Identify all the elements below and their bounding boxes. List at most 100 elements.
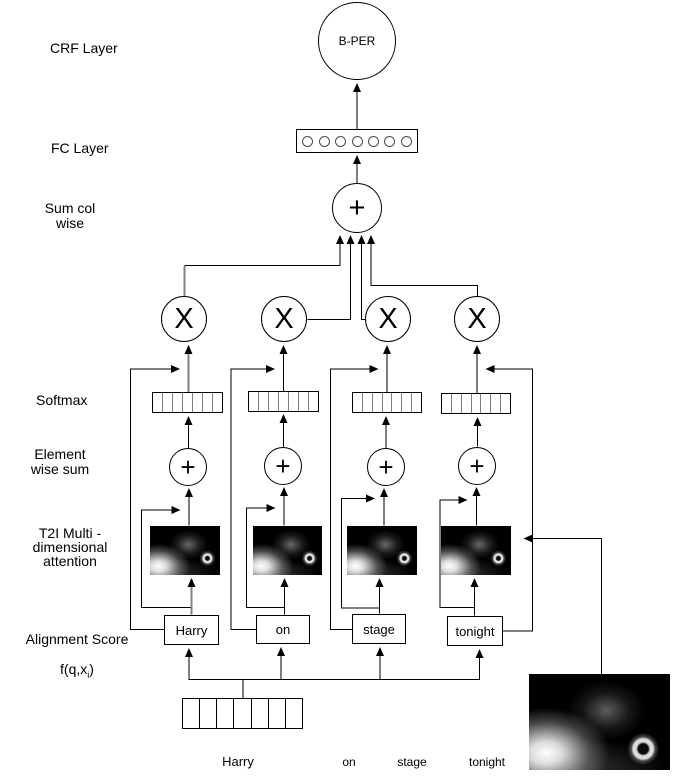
vector-cell bbox=[269, 392, 279, 411]
softmax-vector-3 bbox=[352, 392, 422, 413]
vector-cell bbox=[289, 392, 299, 411]
concert-photo-large bbox=[529, 674, 670, 770]
concert-photo-thumbnail-1 bbox=[150, 526, 220, 575]
element-wise-sum-label: Element wise sum bbox=[30, 446, 90, 477]
vector-cell bbox=[462, 394, 472, 413]
vector-cell bbox=[252, 699, 269, 728]
word-box-on: on bbox=[256, 615, 310, 644]
element-wise-sum-node-3: + bbox=[367, 448, 405, 486]
vector-cell bbox=[259, 392, 269, 411]
vector-cell bbox=[309, 392, 318, 411]
vector-cell bbox=[392, 393, 403, 412]
vector-cell bbox=[279, 392, 289, 411]
multiply-node-1: X bbox=[161, 296, 207, 342]
image-feature-connector bbox=[523, 534, 602, 674]
softmax-vector-4 bbox=[441, 393, 511, 414]
word-embedding-vector bbox=[182, 698, 303, 729]
word-label: tonight bbox=[455, 623, 495, 639]
sentence-token-tonight: tonight bbox=[468, 755, 506, 769]
multiply-symbol: X bbox=[378, 302, 398, 335]
vector-cell bbox=[501, 394, 510, 413]
sum-col-wise-label: Sum col wise bbox=[44, 200, 96, 231]
word-label: Harry bbox=[175, 622, 208, 638]
word-box-tonight: tonight bbox=[447, 616, 503, 646]
sum-symbol: + bbox=[469, 451, 485, 481]
attention-to-sum-connectors bbox=[184, 414, 482, 526]
fc-unit-dot bbox=[302, 135, 314, 147]
vector-cell bbox=[213, 393, 222, 412]
vector-cell bbox=[234, 699, 252, 728]
vector-cell bbox=[353, 393, 363, 412]
vector-cell bbox=[383, 393, 393, 412]
vector-cell bbox=[373, 393, 383, 412]
alignment-score-connectors bbox=[141, 494, 479, 616]
vector-cell bbox=[173, 393, 183, 412]
vector-cell bbox=[363, 393, 373, 412]
fc-unit-dot bbox=[351, 135, 363, 147]
sum-col-wise-node: + bbox=[332, 183, 382, 233]
vector-cell bbox=[472, 394, 482, 413]
element-wise-sum-node-4: + bbox=[458, 447, 496, 485]
softmax-to-multiply-connectors bbox=[184, 345, 481, 393]
vector-cell bbox=[442, 394, 452, 413]
alignment-score-formula: f(q,xi) bbox=[60, 661, 94, 680]
sum-symbol: + bbox=[180, 452, 196, 482]
softmax-label: Softmax bbox=[36, 392, 88, 408]
sentence-token-on: on bbox=[342, 755, 356, 769]
sentence-token-stage: stage bbox=[397, 755, 427, 769]
sum-symbol: + bbox=[275, 451, 291, 481]
alignment-score-label: Alignment Score f(q,xi) bbox=[26, 617, 129, 683]
t2i-attention-label: T2I Multi - dimensional attention bbox=[32, 525, 108, 569]
vector-cell bbox=[269, 699, 286, 728]
vector-cell bbox=[203, 393, 213, 412]
fc-unit-dot bbox=[400, 135, 412, 147]
vector-cell bbox=[481, 394, 492, 413]
concert-photo-thumbnail-4 bbox=[441, 526, 511, 575]
word-label: stage bbox=[363, 621, 395, 637]
fc-unit-dot bbox=[384, 135, 396, 147]
vector-cell bbox=[217, 699, 235, 728]
crf-output-node: B-PER bbox=[318, 2, 396, 80]
multiply-to-sum-connectors bbox=[183, 235, 478, 320]
alignment-score-title: Alignment Score bbox=[25, 631, 129, 647]
word-box-harry: Harry bbox=[164, 615, 219, 645]
vector-cell bbox=[249, 392, 259, 411]
vector-cell bbox=[412, 393, 421, 412]
multiply-node-3: X bbox=[365, 296, 411, 342]
fc-layer-label: FC Layer bbox=[51, 140, 109, 156]
fc-unit-dot bbox=[335, 135, 347, 147]
word-box-stage: stage bbox=[352, 614, 406, 644]
fc-unit-dot bbox=[367, 135, 379, 147]
vector-cell bbox=[193, 393, 203, 412]
vector-cell bbox=[183, 393, 193, 412]
fc-unit-dot bbox=[318, 135, 330, 147]
element-wise-sum-node-1: + bbox=[169, 448, 207, 486]
vector-cell bbox=[452, 394, 462, 413]
vector-cell bbox=[200, 699, 218, 728]
vector-cell bbox=[402, 393, 413, 412]
vector-cell bbox=[153, 393, 163, 412]
multiply-symbol: X bbox=[467, 302, 487, 335]
element-wise-sum-node-2: + bbox=[264, 447, 302, 485]
fc-layer-node bbox=[296, 129, 418, 153]
vector-cell bbox=[299, 392, 309, 411]
word-label: on bbox=[275, 622, 291, 637]
vector-cell bbox=[183, 699, 201, 728]
vector-cell bbox=[286, 699, 302, 728]
sum-symbol: + bbox=[378, 452, 394, 482]
multiply-node-4: X bbox=[454, 296, 500, 342]
concert-photo-thumbnail-3 bbox=[347, 526, 417, 575]
crf-output-tag: B-PER bbox=[338, 34, 376, 48]
multiply-symbol: X bbox=[274, 302, 294, 335]
softmax-vector-1 bbox=[152, 392, 223, 413]
word-bypass-connectors bbox=[130, 365, 533, 632]
crf-layer-label: CRF Layer bbox=[50, 40, 118, 56]
vector-cell bbox=[163, 393, 173, 412]
embedding-distribution-connectors bbox=[185, 647, 484, 698]
multiply-node-2: X bbox=[261, 296, 307, 342]
vector-cell bbox=[491, 394, 502, 413]
sum-symbol: + bbox=[348, 191, 366, 224]
softmax-vector-2 bbox=[248, 391, 319, 412]
